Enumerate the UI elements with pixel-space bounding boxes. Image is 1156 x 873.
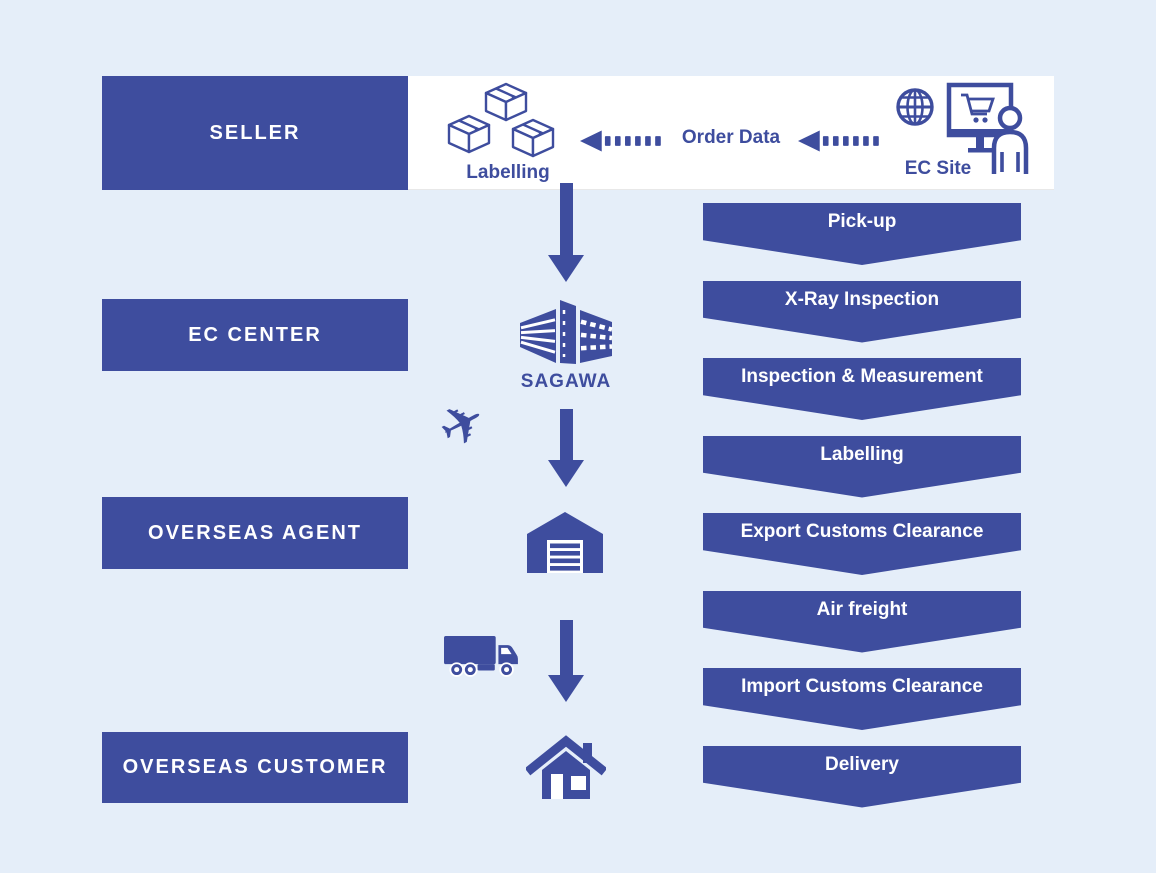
process-step-chevron: X-Ray Inspection bbox=[703, 280, 1021, 343]
step-label: Labelling bbox=[820, 443, 904, 465]
step-label: X-Ray Inspection bbox=[784, 288, 940, 310]
process-step-list: Pick-up X-Ray Inspection Inspection & Me… bbox=[703, 203, 1021, 808]
actor-box-seller: SELLER bbox=[102, 76, 408, 190]
step-label: Export Customs Clearance bbox=[740, 521, 984, 542]
step-label: Import Customs Clearance bbox=[741, 676, 983, 697]
house-icon bbox=[526, 735, 606, 799]
process-step-chevron: Labelling bbox=[703, 435, 1021, 498]
down-arrow-icon bbox=[548, 409, 584, 487]
process-step-chevron: Export Customs Clearance bbox=[703, 513, 1021, 575]
actor-box-overseas-agent: OVERSEAS AGENT bbox=[102, 497, 408, 569]
sagawa-label: SAGAWA bbox=[520, 371, 612, 392]
monitor-cart-person-icon bbox=[946, 82, 1029, 174]
parcel-boxes-icon bbox=[447, 82, 555, 158]
down-arrow-icon bbox=[548, 620, 584, 702]
process-step-chevron: Pick-up bbox=[703, 203, 1021, 265]
actor-label-seller: SELLER bbox=[209, 121, 301, 144]
seller-panel: Labelling Order Data bbox=[408, 76, 1054, 190]
process-step-chevron: Inspection & Measurement bbox=[703, 358, 1021, 420]
truck-icon bbox=[444, 636, 518, 677]
warehouse-icon bbox=[527, 512, 603, 573]
labelling-caption: Labelling bbox=[466, 162, 550, 183]
step-label: Delivery bbox=[825, 753, 899, 775]
step-label: Pick-up bbox=[827, 211, 897, 232]
globe-icon bbox=[896, 88, 934, 126]
order-data-label: Order Data bbox=[681, 127, 781, 148]
process-step-chevron: Import Customs Clearance bbox=[703, 668, 1021, 730]
down-arrow-icon bbox=[548, 183, 584, 282]
sagawa-building-icon bbox=[520, 300, 613, 364]
process-step-chevron: Delivery bbox=[703, 745, 1021, 808]
actor-label-ec-center: EC CENTER bbox=[188, 323, 322, 346]
airplane-icon: ✈ bbox=[428, 387, 497, 463]
ec-site-caption: EC Site bbox=[904, 158, 972, 179]
actor-label-overseas-agent: OVERSEAS AGENT bbox=[148, 521, 362, 544]
actor-box-overseas-customer: OVERSEAS CUSTOMER bbox=[102, 732, 408, 803]
dotted-arrow-left-icon bbox=[580, 130, 661, 152]
dotted-arrow-left-icon bbox=[798, 130, 879, 152]
step-label: Air freight bbox=[816, 598, 908, 620]
actor-box-ec-center: EC CENTER bbox=[102, 299, 408, 371]
step-label: Inspection & Measurement bbox=[741, 366, 983, 387]
process-step-chevron: Air freight bbox=[703, 590, 1021, 653]
actor-label-overseas-customer: OVERSEAS CUSTOMER bbox=[122, 756, 388, 778]
